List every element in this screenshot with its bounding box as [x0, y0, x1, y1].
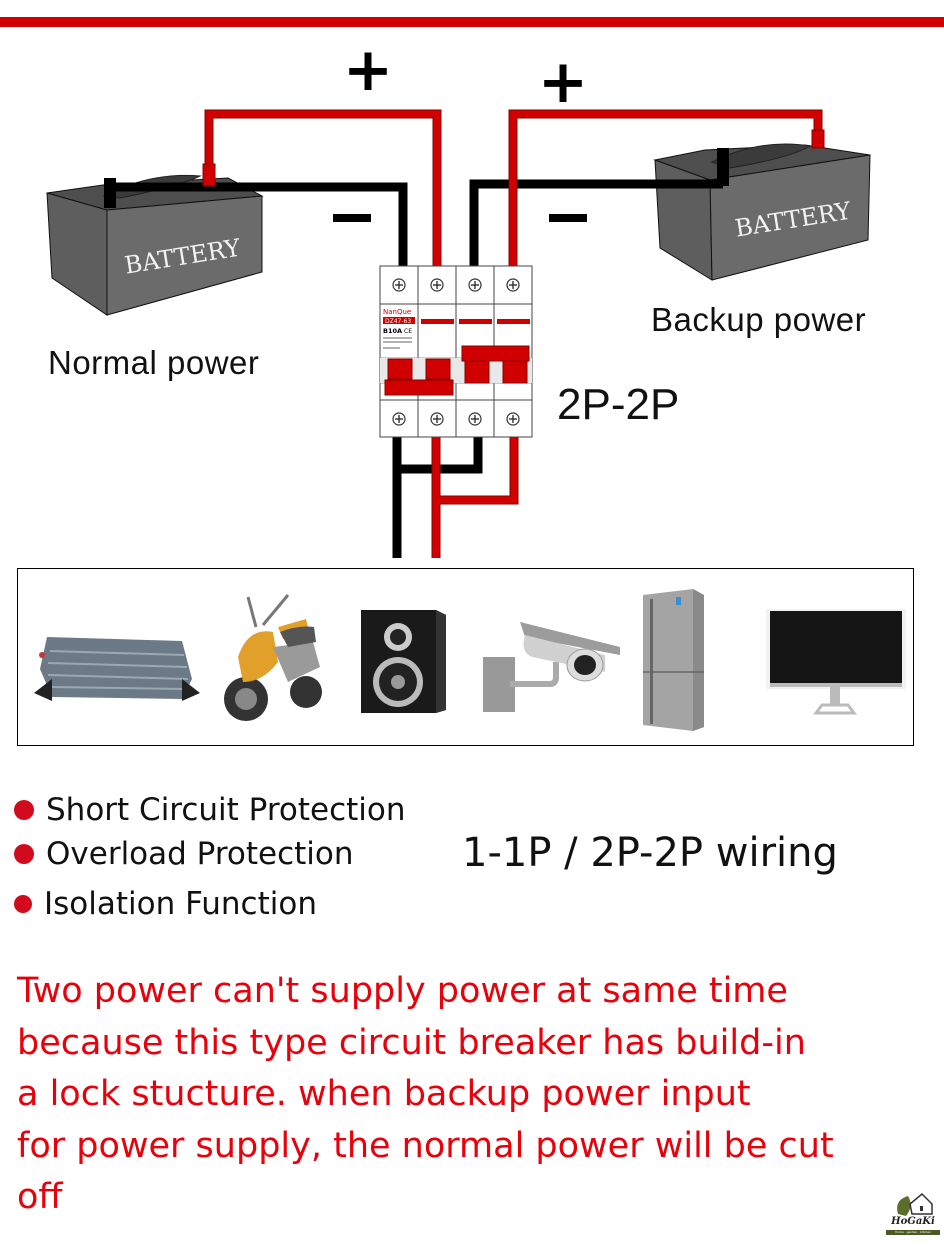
notice-line: Two power can't supply power at same tim…: [17, 971, 788, 1011]
scooter-image: [224, 594, 322, 721]
interlock-notice: Two power can't supply power at same tim…: [17, 966, 937, 1224]
terminal-backup-negative: [717, 148, 729, 186]
notice-line: for power supply, the normal power will …: [17, 1125, 834, 1166]
inverter-image: [34, 637, 200, 701]
plus-sign-backup: +: [538, 47, 588, 117]
feature-item: Isolation Function: [14, 880, 406, 928]
wiring-type-label: 1-1P / 2P-2P wiring: [462, 830, 838, 876]
battery-normal: BATTERY: [46, 174, 264, 316]
brand-logo: HoGaKi Home · garden · kitchen: [884, 1190, 942, 1242]
breaker-cert: CE: [404, 328, 412, 335]
breaker-brand: NanQue: [383, 308, 411, 316]
feature-item: Short Circuit Protection: [14, 786, 406, 834]
feature-item: Overload Protection: [14, 830, 406, 878]
breaker-type-label: 2P-2P: [557, 380, 680, 429]
breaker-rating: B10A: [383, 327, 402, 335]
minus-sign-normal: [333, 214, 371, 222]
logo-tagline: Home · garden · kitchen: [886, 1230, 940, 1235]
refrigerator-image: [643, 589, 704, 731]
wire-output-negative: [392, 437, 483, 558]
security-camera-image: [483, 622, 620, 712]
plus-sign-normal: +: [343, 35, 393, 105]
wire-backup-negative: [469, 179, 723, 272]
feature-list: Short Circuit Protection Overload Protec…: [14, 786, 406, 928]
terminal-normal-positive: [202, 163, 216, 187]
bullet-icon: [14, 895, 32, 913]
terminal-normal-negative: [104, 178, 116, 208]
bullet-icon: [14, 800, 34, 820]
notice-line: because this type circuit breaker has bu…: [17, 1022, 806, 1063]
backup-power-label: Backup power: [651, 301, 867, 338]
notice-line: a lock stucture. when backup power input: [17, 1074, 751, 1114]
feature-label: Short Circuit Protection: [46, 792, 406, 828]
header-accent-bar: [0, 17, 944, 27]
appliances-panel: [17, 568, 914, 746]
breaker-model: DZ47-63: [385, 318, 411, 325]
dual-power-breaker: NanQue DZ47-63 B10A CE: [379, 265, 533, 438]
monitor-image: [766, 609, 906, 715]
logo-brand-text: HoGaKi: [891, 1216, 935, 1227]
feature-label: Isolation Function: [44, 886, 317, 922]
speaker-image: [361, 610, 446, 713]
normal-power-label: Normal power: [48, 344, 260, 381]
bullet-icon: [14, 844, 34, 864]
wiring-diagram: BATTERY BATTERY + +: [46, 35, 871, 558]
notice-line: off: [17, 1177, 63, 1217]
feature-label: Overload Protection: [46, 836, 354, 872]
minus-sign-backup: [549, 214, 587, 222]
leaf-house-icon: [897, 1192, 933, 1216]
wire-normal-negative: [108, 182, 408, 272]
terminal-backup-positive: [811, 129, 825, 149]
battery-backup: BATTERY: [653, 143, 871, 281]
